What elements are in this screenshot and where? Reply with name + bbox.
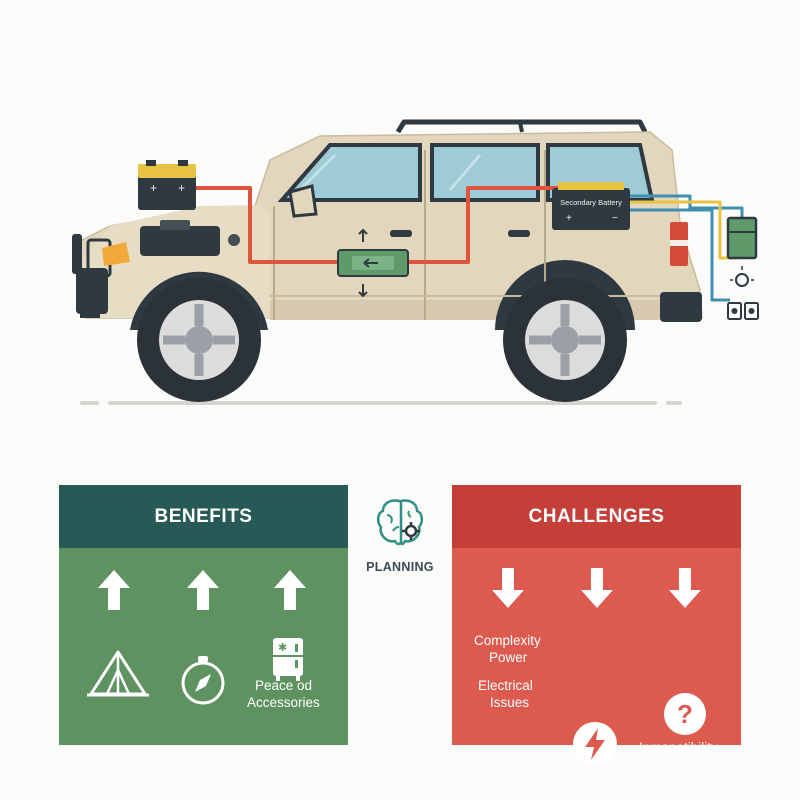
challenges-body: Complexity Power Electrical Issues ? Inm… [452,548,741,766]
compass-icon [181,656,225,705]
accessory-speaker-icon [727,302,759,320]
benefits-title: BENEFITS [59,485,348,548]
accessory-fridge-icon [726,216,758,260]
vehicle-illustration: + + Secondary Battery + − [72,119,759,405]
main-battery: + + [138,160,196,210]
planning-label: PLANNING [366,560,434,574]
front-wheel [137,278,261,402]
down-arrow-icon [581,568,613,608]
planning-connector: PLANNING [352,495,448,574]
challenges-title: CHALLENGES [452,485,741,548]
question-icon: ? [664,693,706,735]
up-arrow-icon [187,570,219,610]
svg-text:+: + [178,181,185,195]
svg-text:✱: ✱ [278,641,287,654]
down-arrow-icon [492,568,524,608]
electrical-label-line1: Electrical [478,678,533,693]
lightning-visible-icon [573,722,617,766]
battery-isolator [337,228,409,298]
compatibility-label-line1-visible: Inmapatibility [639,740,718,755]
accessories-label-line1: Peace od [255,678,313,693]
svg-text:+: + [150,181,157,195]
secondary-battery: Secondary Battery + − [552,182,630,230]
accessory-light-icon [730,266,754,287]
svg-text:−: − [612,213,618,224]
svg-text:Secondary Battery: Secondary Battery [560,198,622,207]
complexity-label-line2: Power [489,650,528,665]
svg-text:+: + [566,213,572,224]
benefits-body: ✱ Peace od Accessories [59,548,348,745]
roof-rack [395,119,648,134]
rear-wheel [503,278,627,402]
challenges-panel: CHALLENGES Complexity Power Electrical I… [452,485,741,766]
svg-text:?: ? [677,699,693,729]
complexity-label-line1: Complexity [474,633,541,648]
down-arrow-icon [669,568,701,608]
fridge-icon: ✱ [273,638,303,681]
up-arrow-icon [98,570,130,610]
brain-gear-icon [377,499,423,546]
benefits-panel: BENEFITS ✱ Peace od [59,485,348,745]
up-arrow-icon [274,570,306,610]
tent-icon [87,650,149,697]
electrical-label-line2: Issues [490,695,530,710]
accessories-label-line2: Accessories [247,695,320,710]
